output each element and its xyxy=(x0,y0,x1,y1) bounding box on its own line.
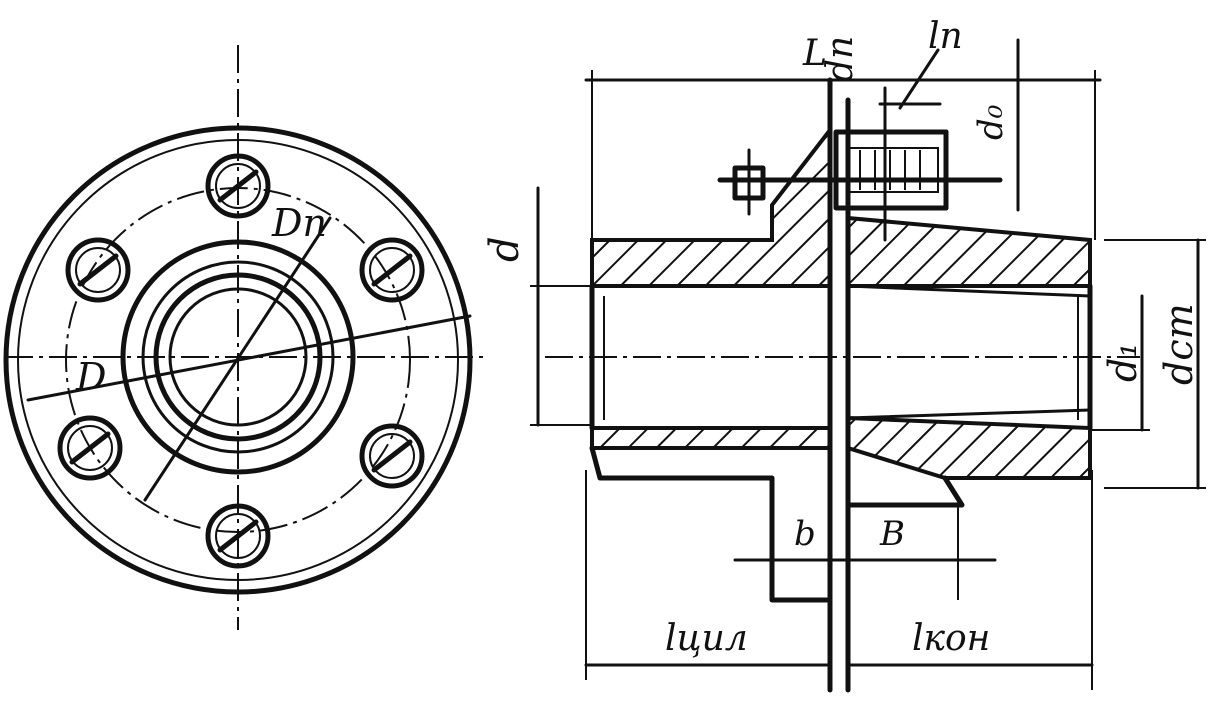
label-b: b xyxy=(794,514,816,554)
leader-ln xyxy=(898,48,940,110)
bore-outer-circle xyxy=(153,272,323,442)
bolt-hole xyxy=(65,237,131,303)
left-hub-lower-wall xyxy=(590,426,832,450)
label-l-cyl: lцил xyxy=(665,618,748,659)
label-D: D xyxy=(75,355,106,399)
hub-step-circle xyxy=(141,260,335,454)
diameter-D-line xyxy=(26,314,472,402)
bolt-hole xyxy=(205,153,271,219)
right-hub-lower-flange xyxy=(845,475,965,508)
label-d1: d₁ xyxy=(1101,342,1145,382)
left-hub-upper-wall xyxy=(590,124,832,288)
label-d: d xyxy=(482,236,528,262)
front-view: D Dп xyxy=(3,45,488,630)
label-ln: lп xyxy=(928,16,963,57)
right-bore-top-taper xyxy=(846,284,1092,298)
bolt-hole xyxy=(359,423,425,489)
label-L: L xyxy=(802,33,827,74)
bolt-hole xyxy=(359,237,425,303)
bolt-holes xyxy=(57,153,425,569)
label-B: B xyxy=(879,514,905,554)
right-bore-bottom-taper xyxy=(846,408,1092,420)
hub-outer-circle xyxy=(120,239,356,475)
bolt-hole xyxy=(205,503,271,569)
flange-outer-circle xyxy=(3,125,473,595)
bore-circle xyxy=(168,287,308,427)
label-dn: dп xyxy=(820,36,861,82)
flange-inner-edge-circle xyxy=(17,139,459,581)
section-view: L dп lп d₀ d d₁ dст b B lцил lкон xyxy=(482,16,1206,693)
label-l-con: lкон xyxy=(912,618,990,659)
bushing-ribs xyxy=(859,150,921,190)
label-dct: dст xyxy=(1157,303,1201,385)
label-Dm: Dп xyxy=(271,201,327,245)
label-d0: d₀ xyxy=(971,104,1011,140)
left-hub-lower-outline xyxy=(589,445,833,603)
diameter-Dm-line xyxy=(143,216,332,502)
bushing-inner xyxy=(847,147,939,193)
right-hub-lower-wall xyxy=(846,415,1092,480)
bolt-hole xyxy=(57,415,123,481)
